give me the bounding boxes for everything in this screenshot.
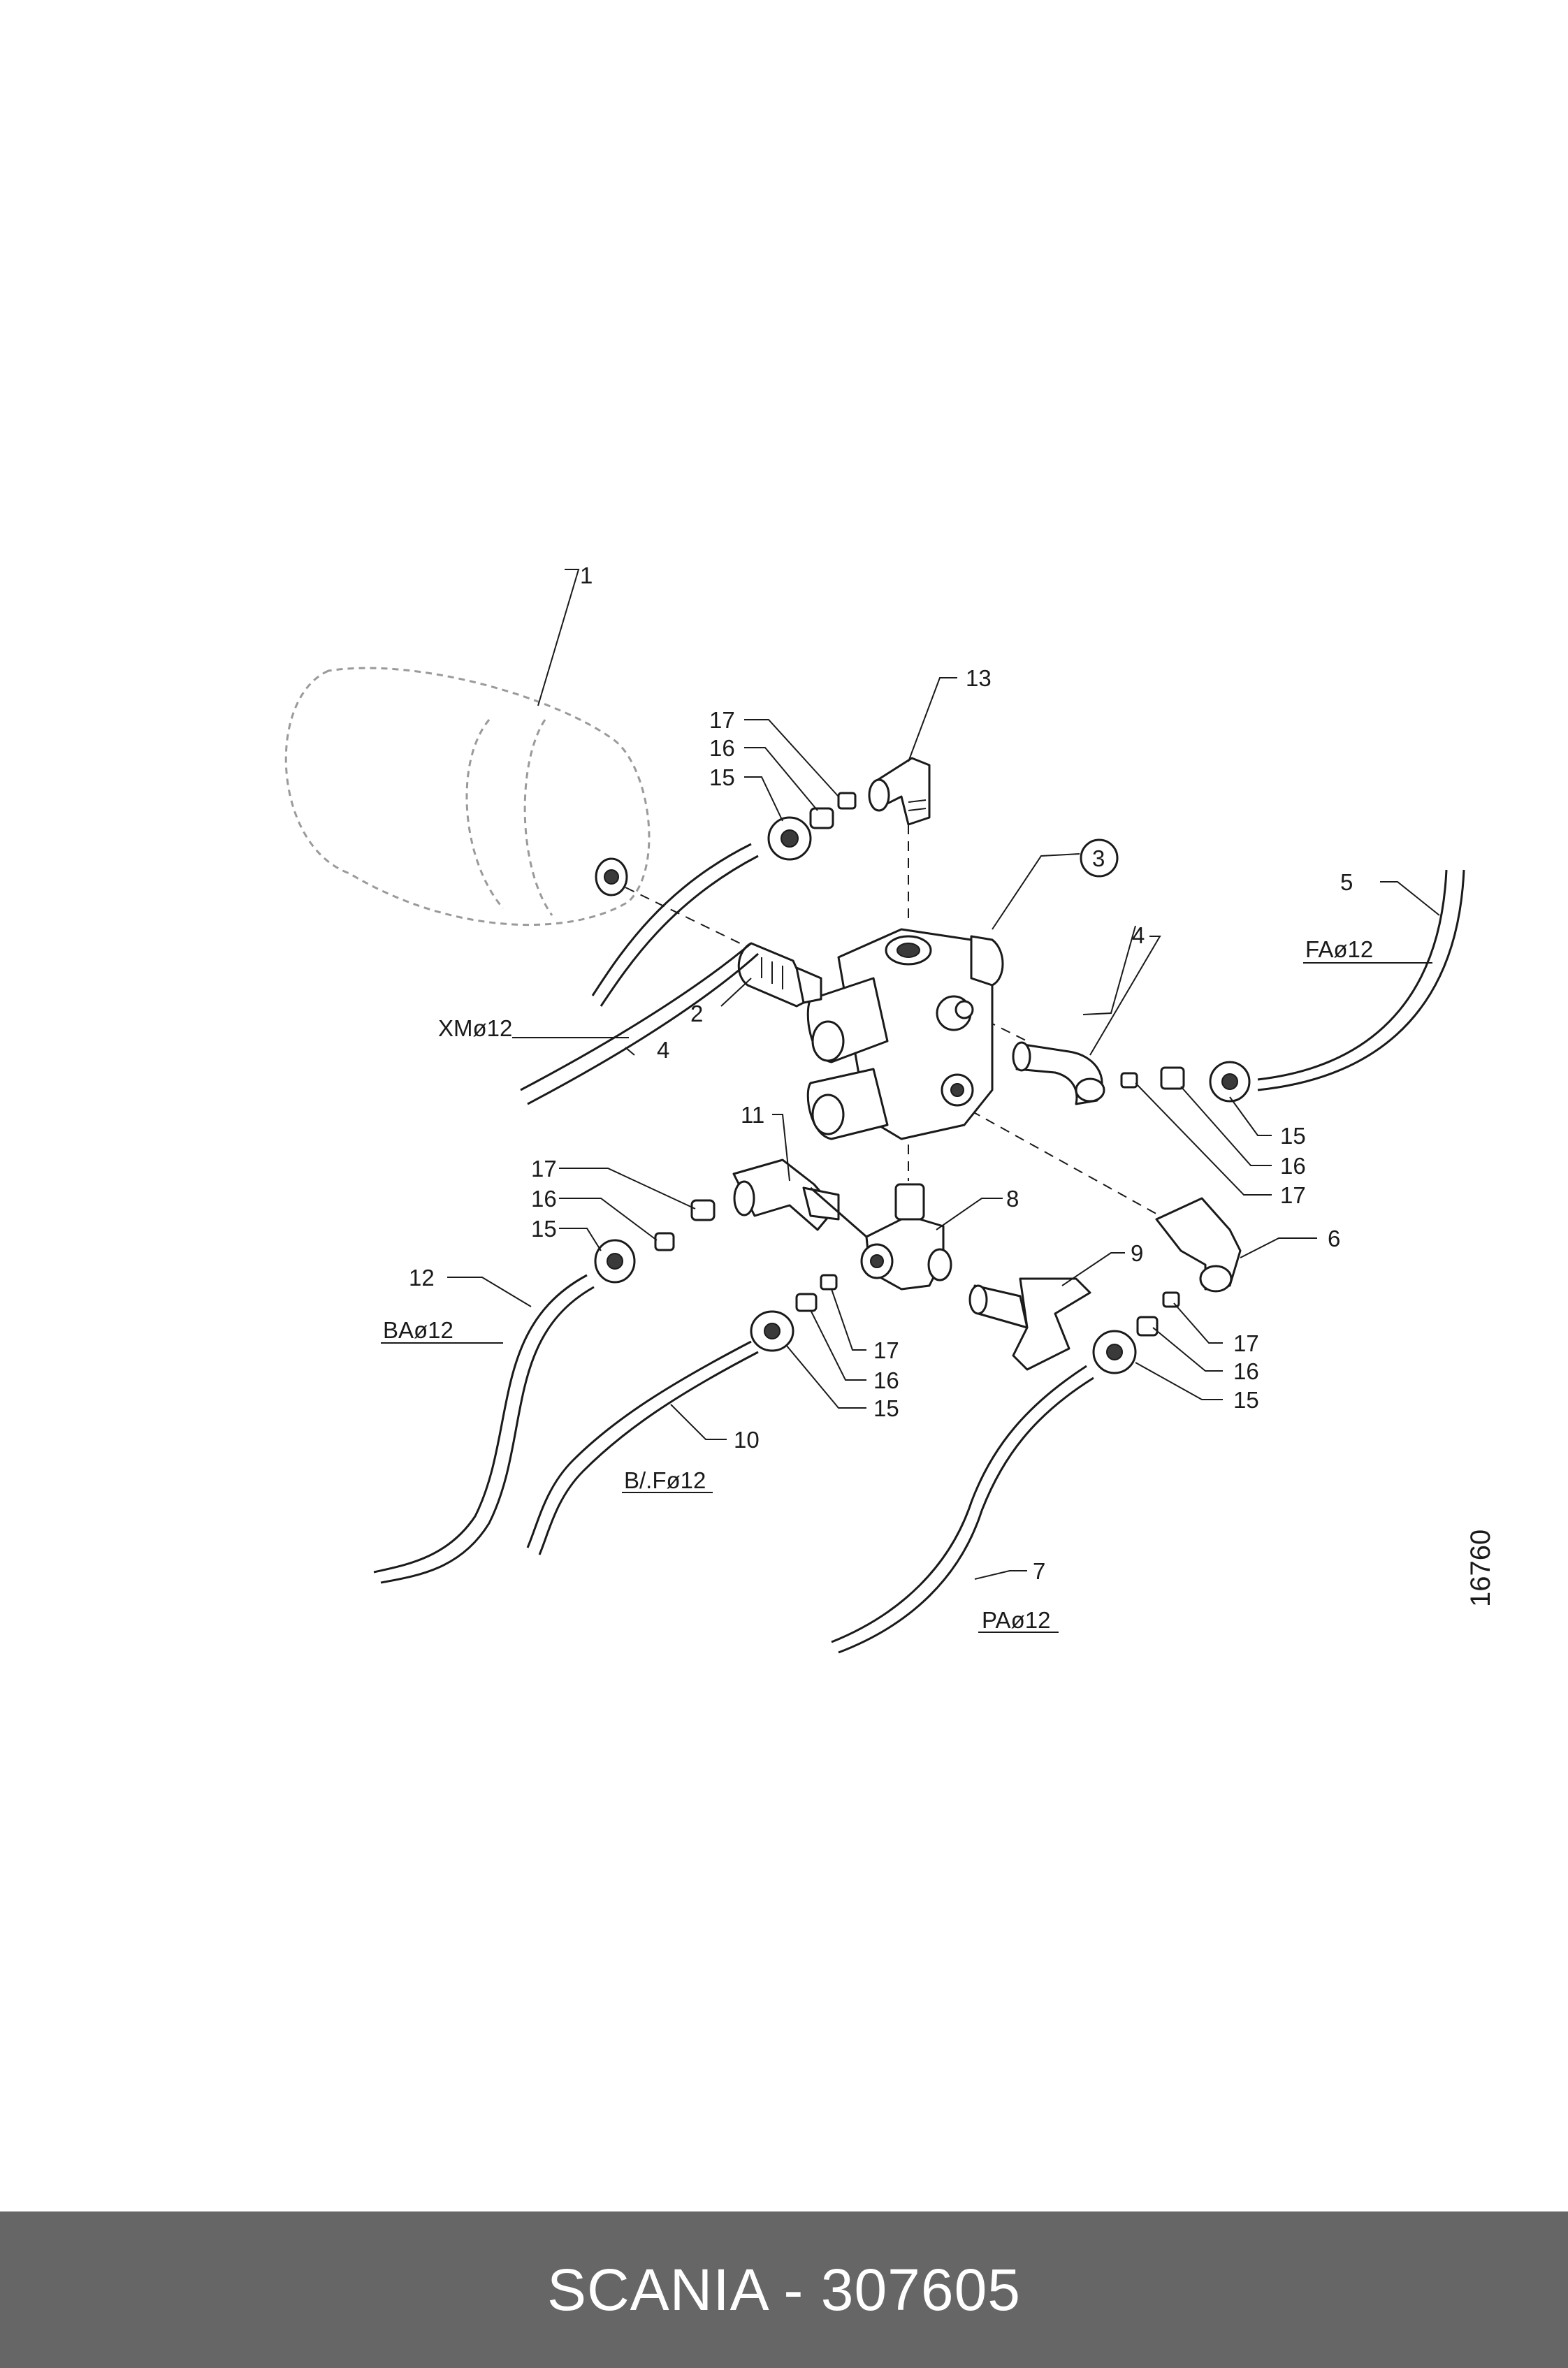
left-fitting-chain xyxy=(594,1158,840,1284)
callout-16-left: 16 xyxy=(531,1186,557,1212)
threaded-adapter xyxy=(737,942,822,1008)
callout-4-lower: 4 xyxy=(657,1037,669,1063)
right-elbow-chain xyxy=(1092,1197,1242,1374)
callout-15-centre: 15 xyxy=(873,1395,899,1421)
callout-15-left: 15 xyxy=(531,1216,557,1242)
callout-13: 13 xyxy=(966,665,992,691)
callout-3-circle xyxy=(1080,838,1119,878)
tee-fitting xyxy=(810,1183,952,1291)
callout-16-bottom-right: 16 xyxy=(1233,1358,1259,1384)
drawing-reference-number: 16760 xyxy=(1465,1530,1496,1607)
bottom-centre-fitting-chain xyxy=(750,1274,838,1352)
callout-17-right: 17 xyxy=(1280,1182,1306,1208)
tube-label-fa: FAø12 xyxy=(1305,936,1373,962)
callout-16-top: 16 xyxy=(709,735,735,761)
tubes xyxy=(373,843,1465,1654)
leader-lines xyxy=(381,569,1440,1633)
callout-2: 2 xyxy=(690,1001,703,1026)
callout-15-bottom-right: 15 xyxy=(1233,1387,1259,1413)
tube-labels: XMø12 FAø12 BAø12 B/.Fø12 PAø12 xyxy=(383,936,1373,1633)
callout-16-centre: 16 xyxy=(873,1367,899,1393)
caption-bar: SCANIA - 307605 xyxy=(0,2211,1568,2368)
callout-15-top: 15 xyxy=(709,764,735,790)
callout-17-top: 17 xyxy=(709,707,735,733)
callout-17-centre: 17 xyxy=(873,1337,899,1363)
callout-17-left: 17 xyxy=(531,1156,557,1182)
callout-3: 3 xyxy=(1092,845,1105,871)
top-fitting-chain xyxy=(767,757,931,861)
callout-16-right: 16 xyxy=(1280,1153,1306,1179)
tube-label-ba: BAø12 xyxy=(383,1317,453,1343)
tube-label-baf: B/.Fø12 xyxy=(624,1467,706,1493)
callout-9: 9 xyxy=(1131,1240,1143,1266)
callout-numbers: 1 2 3 4 4 5 6 7 8 9 10 11 12 13 17 16 15… xyxy=(409,562,1353,1584)
callout-11: 11 xyxy=(741,1102,764,1128)
callout-1: 1 xyxy=(580,562,593,588)
valve-block xyxy=(806,928,1004,1140)
right-fitting-chain xyxy=(1012,1041,1251,1105)
callout-4-upper: 4 xyxy=(1132,922,1145,948)
callout-15-right: 15 xyxy=(1280,1123,1306,1149)
callout-10: 10 xyxy=(734,1427,760,1453)
drain-valve xyxy=(968,1277,1091,1371)
callout-12: 12 xyxy=(409,1265,435,1291)
callout-17-bottom-right: 17 xyxy=(1233,1330,1259,1356)
tube-label-xm: XMø12 xyxy=(438,1015,512,1041)
callout-8: 8 xyxy=(1006,1186,1019,1212)
part-caption: SCANIA - 307605 xyxy=(546,2256,1022,2323)
tube-label-pa: PAø12 xyxy=(982,1607,1050,1633)
air-reservoir xyxy=(284,667,651,927)
assembly-axes xyxy=(625,825,1161,1216)
callout-5: 5 xyxy=(1340,869,1353,895)
callout-7: 7 xyxy=(1033,1558,1045,1584)
callout-6: 6 xyxy=(1328,1226,1340,1251)
exploded-parts-diagram: 1 2 3 4 4 5 6 7 8 9 10 11 12 13 17 16 15… xyxy=(284,562,1496,1654)
